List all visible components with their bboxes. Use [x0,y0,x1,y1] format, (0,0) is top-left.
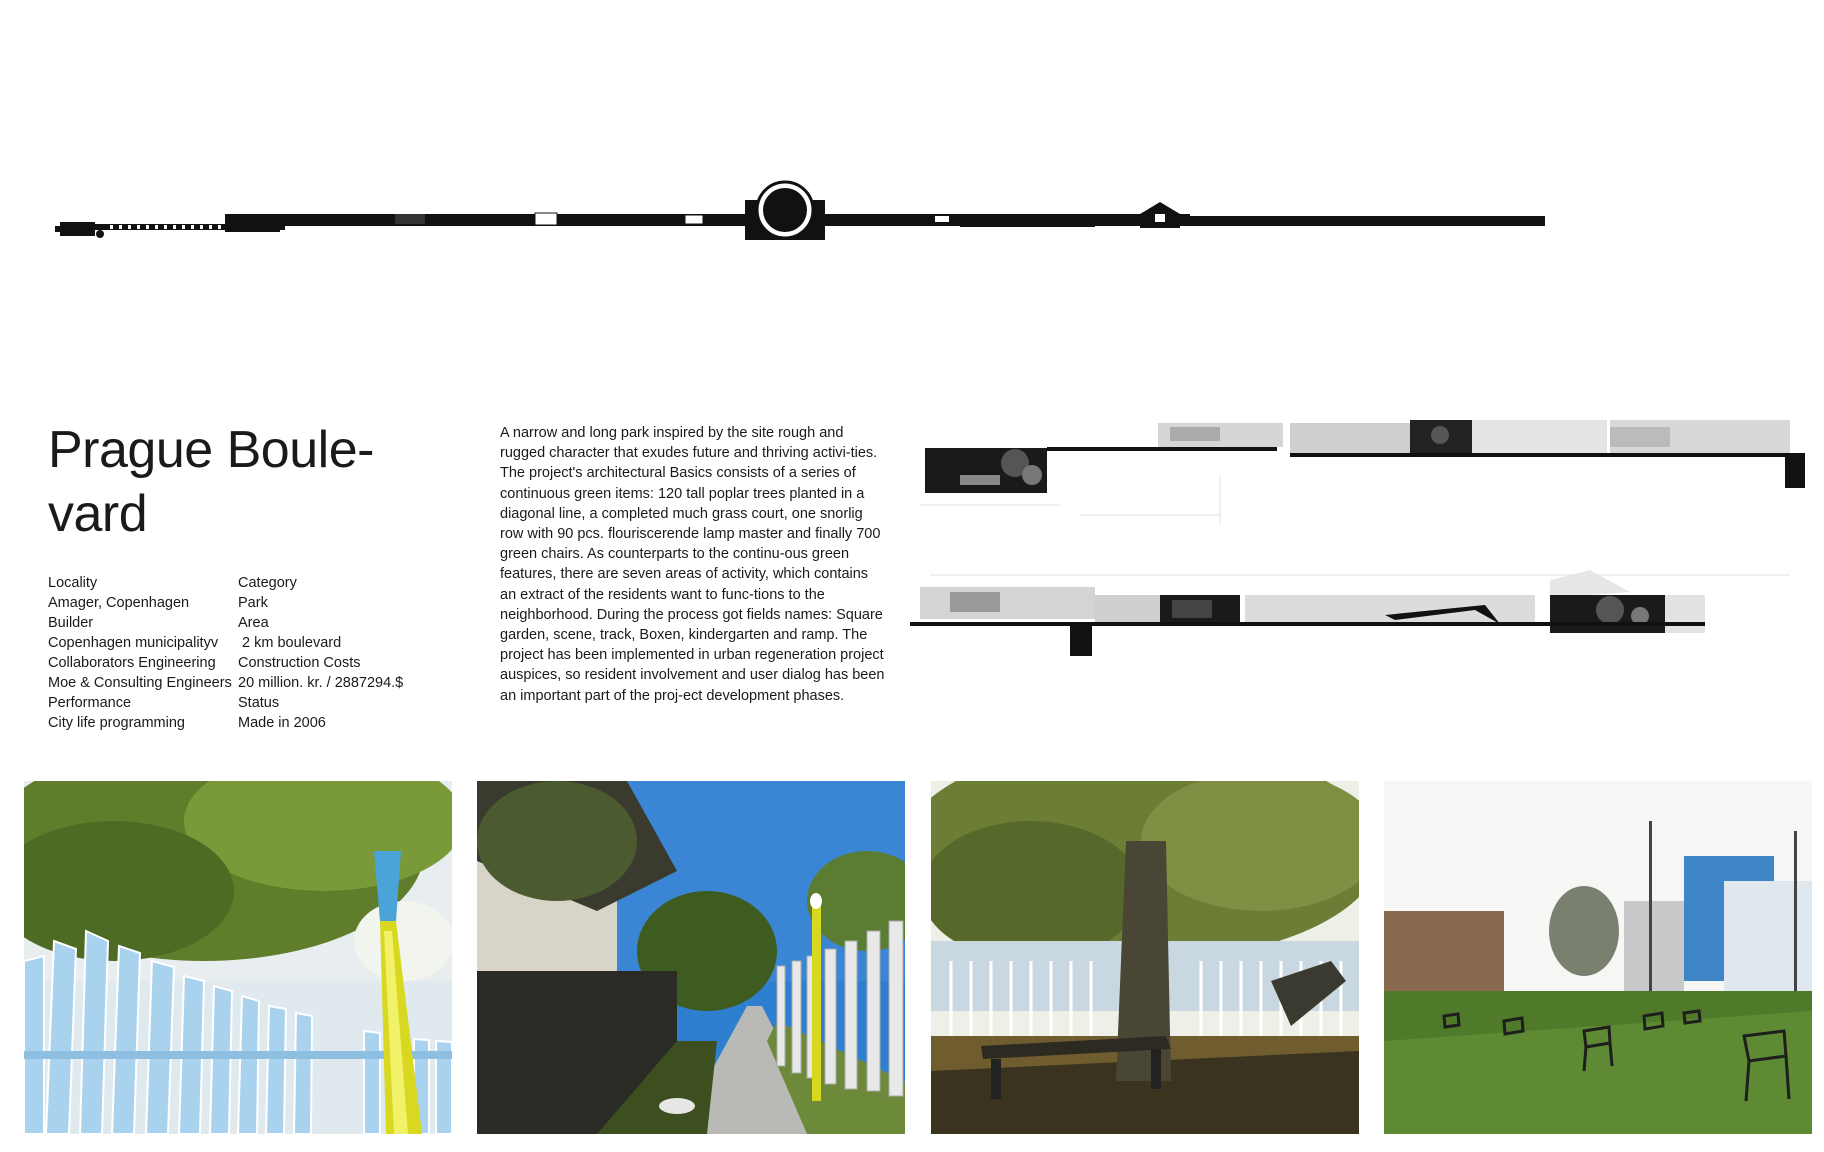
info-row: City life programming Made in 2006 [48,713,468,733]
info-label: Area [238,615,269,631]
project-description: A narrow and long park inspired by the s… [500,425,885,704]
info-row: Performance Status [48,693,468,713]
photo-path-fence [477,781,905,1134]
info-row: Builder Area [48,613,468,633]
photo-tree-bench [931,781,1359,1134]
info-row: Amager, Copenhagen Park [48,593,468,613]
info-label: Performance [48,695,132,711]
info-value: Moe & Consulting Engineers [48,675,232,691]
info-label: Locality [48,575,98,591]
info-label: Construction Costs [238,655,361,671]
info-row: Locality Category [48,573,468,593]
info-label: Status [238,695,280,711]
info-label: Category [238,575,297,591]
project-info-table: Locality Category Amager, Copenhagen Par… [48,573,468,733]
site-plan-strip [55,180,1545,240]
info-row: Copenhagen municipalityv 2 km boulevard [48,633,468,653]
plan-section-lower [910,570,1790,656]
info-value: Amager, Copenhagen [48,595,190,611]
info-value: 2 km boulevard [238,635,342,651]
plan-section-upper [920,420,1805,525]
page-title: Prague Boule- vard [48,421,374,543]
info-value: Made in 2006 [238,715,326,731]
info-value: Park [238,595,268,611]
info-label: Collaborators Engineering [48,655,216,671]
info-value: City life programming [48,715,185,731]
info-label: Builder [48,615,94,631]
photo-green-chairs [1384,781,1812,1134]
info-value: 20 million. kr. / 2887294.$ [238,675,404,691]
info-value: Copenhagen municipalityv [48,635,219,651]
photo-fence-pole [24,781,452,1134]
info-row: Moe & Consulting Engineers 20 million. k… [48,673,468,693]
info-row: Collaborators Engineering Construction C… [48,653,468,673]
